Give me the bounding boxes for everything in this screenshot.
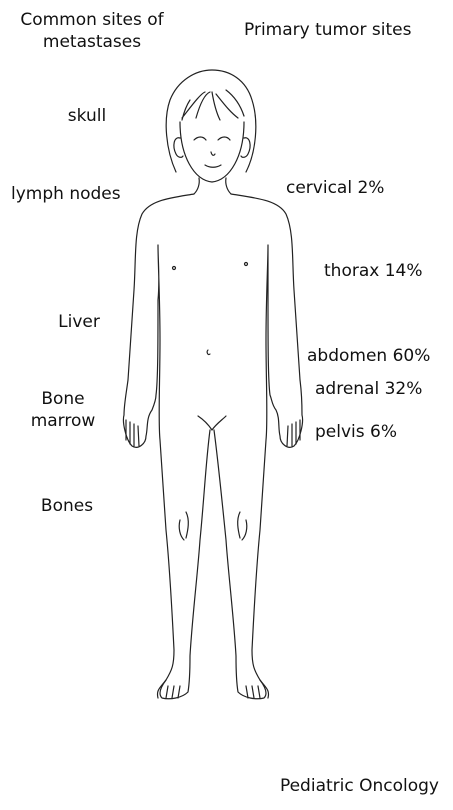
- right-eye: [218, 137, 230, 140]
- nose: [211, 152, 215, 155]
- right-knee: [238, 512, 247, 540]
- left-knee: [179, 512, 188, 540]
- right-hand-fingers: [287, 420, 300, 446]
- left-hand-fingers: [126, 420, 139, 446]
- face-outline: [180, 122, 244, 182]
- left-nipple: [173, 267, 176, 270]
- right-nipple: [245, 263, 248, 266]
- source-caption: Pediatric Oncology: [280, 776, 439, 796]
- hair-bangs: [182, 90, 244, 120]
- left-eye: [194, 137, 206, 140]
- groin-crease: [198, 416, 226, 430]
- neck: [194, 178, 231, 194]
- body-left-side: [123, 194, 210, 699]
- body-right-side: [214, 194, 303, 699]
- mouth: [205, 165, 221, 167]
- navel: [207, 350, 210, 355]
